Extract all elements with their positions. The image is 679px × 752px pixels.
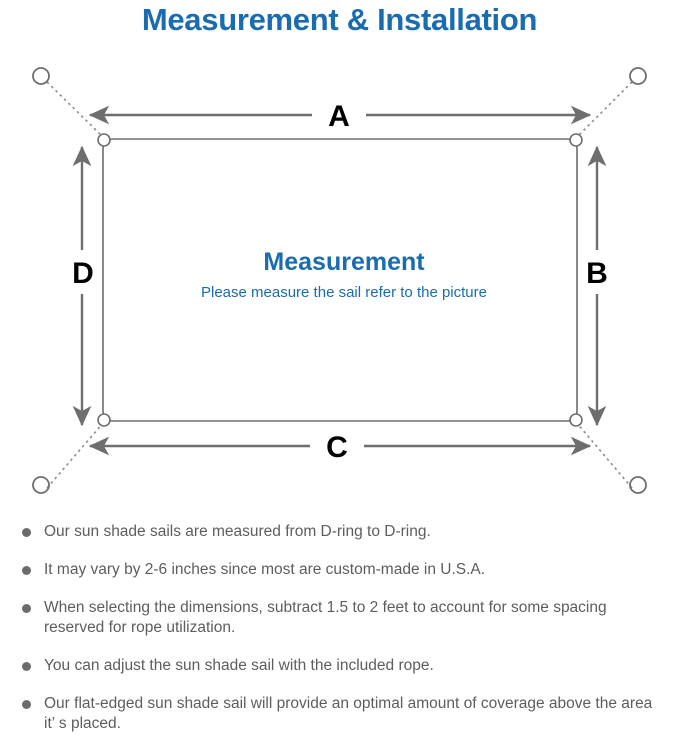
bullet-icon <box>22 662 31 671</box>
d-ring-bottom-left-icon <box>97 413 111 427</box>
bullet-icon <box>22 528 31 537</box>
dimension-arrow-b: B <box>586 145 608 427</box>
d-ring-bottom-right-icon <box>569 413 583 427</box>
rope-bottom-left <box>46 421 105 489</box>
dimension-label-a: A <box>328 100 350 133</box>
bullet-icon <box>22 700 31 709</box>
anchor-bottom-right-icon <box>629 476 647 494</box>
anchor-top-left-icon <box>32 67 50 85</box>
d-ring-top-left-icon <box>97 133 111 147</box>
note-text: When selecting the dimensions, subtract … <box>44 599 607 636</box>
list-item: It may vary by 2-6 inches since most are… <box>14 560 665 580</box>
notes-list: Our sun shade sails are measured from D-… <box>0 522 679 752</box>
list-item: When selecting the dimensions, subtract … <box>14 598 665 638</box>
list-item: Our sun shade sails are measured from D-… <box>14 522 665 542</box>
note-text: You can adjust the sun shade sail with t… <box>44 657 434 674</box>
measurement-diagram: A C D B Measurement <box>0 48 679 518</box>
rope-bottom-right <box>575 421 633 489</box>
bullet-icon <box>22 566 31 575</box>
sail-subheading: Please measure the sail refer to the pic… <box>201 284 487 301</box>
anchor-rings <box>32 67 647 494</box>
bullet-icon <box>22 604 31 613</box>
note-text: It may vary by 2-6 inches since most are… <box>44 561 486 578</box>
note-text: Our flat-edged sun shade sail will provi… <box>44 695 653 732</box>
list-item: You can adjust the sun shade sail with t… <box>14 656 665 676</box>
dimension-label-c: C <box>326 431 348 464</box>
dimension-label-b: B <box>586 257 608 290</box>
anchor-top-right-icon <box>629 67 647 85</box>
dimension-arrow-c: C <box>88 431 592 464</box>
d-rings <box>97 133 583 427</box>
rope-top-left <box>46 81 105 139</box>
rope-top-right <box>575 81 633 139</box>
dimension-arrow-a: A <box>88 100 592 133</box>
dimension-arrow-d: D <box>72 145 94 427</box>
sail-rectangle <box>102 138 578 422</box>
rope-lines <box>46 81 633 489</box>
anchor-bottom-left-icon <box>32 476 50 494</box>
dimension-label-d: D <box>72 257 94 290</box>
note-text: Our sun shade sails are measured from D-… <box>44 523 431 540</box>
list-item: Our flat-edged sun shade sail will provi… <box>14 694 665 734</box>
sail-heading: Measurement <box>263 248 425 276</box>
page-title: Measurement & Installation <box>141 2 538 37</box>
d-ring-top-right-icon <box>569 133 583 147</box>
